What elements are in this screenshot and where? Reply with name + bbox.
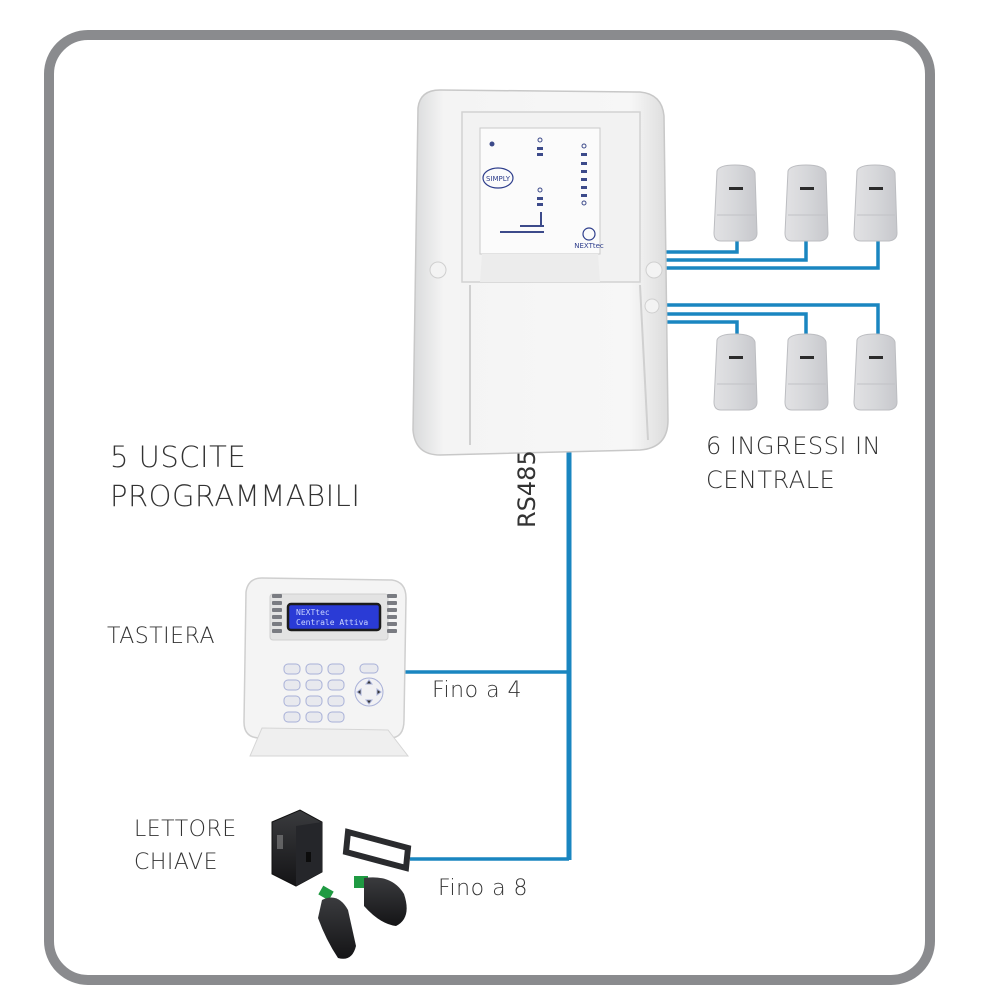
wire-sensor-4 [660,320,739,334]
keypad-device: NEXTtec Centrale Attiva [243,577,410,757]
key-reader-label-line2: CHIAVE [134,850,218,875]
inputs-label-line1: 6 INGRESSI IN [706,432,882,460]
key-reader-device [271,809,412,959]
reader-mounting-frame [342,828,412,872]
lcd-line-2: Centrale Attiva [296,618,368,627]
pir-sensor [713,164,758,242]
key-reader-limit-label: Fino a 8 [438,876,529,901]
lcd-line-1: NEXTtec [296,608,330,617]
keypad-navigation-keys [354,663,384,707]
wire-sensor-2 [660,238,808,262]
wires [405,238,880,861]
nexttec-logo-mark [582,227,596,241]
wire-sensor-3 [660,238,880,270]
inputs-label-line2: CENTRALE [706,466,836,494]
keypad-label: TASTIERA [107,624,216,649]
simply-logo [482,167,514,189]
pir-sensor [784,164,829,242]
panel-led-indicators [489,137,587,233]
electronic-key [318,885,356,959]
key-reader-label-line1: LETTORE [134,817,237,842]
pir-sensor [784,333,829,411]
pir-sensor [853,333,898,411]
nexttec-logo-text: NEXTtec [574,242,604,250]
outputs-label-line1: 5 USCITE [110,440,247,474]
wire-sensor-5 [660,312,808,334]
electronic-key [354,876,407,926]
rs485-bus-label: RS485 [513,450,541,528]
keypad-numeric-keys [283,663,345,723]
outputs-label-line2: PROGRAMMABILI [110,479,361,513]
cable-gland [644,298,660,314]
diagram-frame [44,30,935,985]
wire-sensor-1 [660,238,739,254]
screw-cover-right [645,261,663,279]
keypad-limit-label: Fino a 4 [432,678,523,703]
control-panel: SIMPLY NEXTtec [412,89,669,456]
screw-cover-left [429,261,447,279]
pir-sensor [713,333,758,411]
wire-sensor-6 [660,303,880,334]
keypad-lcd [286,602,382,632]
keypad-side-buttons [272,594,397,633]
simply-logo-text: SIMPLY [486,175,511,183]
pir-sensor [853,164,898,242]
pir-sensors [713,164,898,411]
